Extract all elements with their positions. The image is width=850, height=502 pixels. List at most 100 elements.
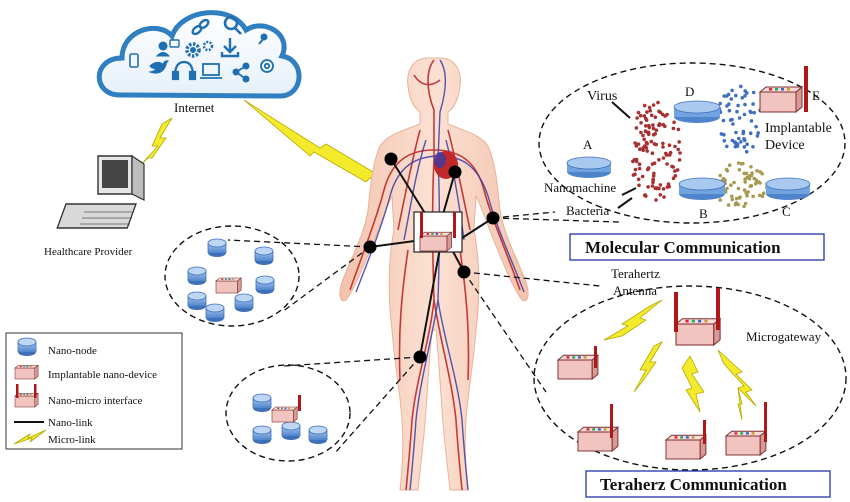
molecule-dot — [649, 139, 653, 144]
molecule-dot — [677, 158, 682, 162]
nano-node-group-lower — [225, 364, 351, 462]
molecule-dot — [645, 141, 649, 146]
nano-node-icon — [255, 275, 275, 295]
molecule-dot — [650, 151, 655, 155]
molecule-dot — [749, 165, 753, 169]
molecule-dot — [728, 118, 733, 122]
healthcare-provider-label: Healthcare Provider — [44, 246, 133, 258]
molecule-dot — [748, 184, 753, 188]
molecule-dot — [725, 94, 729, 98]
molecule-dot — [725, 144, 729, 149]
virus-label: Virus — [587, 89, 617, 104]
nano-node-icon — [281, 421, 301, 441]
svg-text:Molecular Communication: Molecular Communication — [585, 238, 781, 257]
legend-micro-link: Micro-link — [48, 434, 96, 446]
micro-link-swatch — [13, 429, 47, 445]
molecule-dot — [743, 201, 748, 206]
molecule-dot — [744, 149, 749, 154]
central-nano-micro-interface — [413, 211, 463, 253]
molecule-dot — [658, 183, 663, 187]
molecule-dot — [755, 169, 759, 173]
molecule-dot — [656, 100, 660, 105]
molecule-dot — [738, 195, 742, 199]
molecule-dot — [749, 119, 754, 123]
nano-node-icon — [187, 291, 207, 311]
molecule-dot — [636, 177, 641, 182]
molecule-dot — [673, 169, 677, 173]
nano-node-icon — [17, 337, 37, 357]
molecule-dot — [663, 124, 667, 129]
molecule-dot — [649, 113, 654, 118]
molecule-dot — [754, 124, 758, 129]
molecule-dot — [645, 110, 649, 114]
molecule-dot — [651, 103, 656, 107]
molecule-dot — [633, 172, 637, 177]
molecule-dot — [755, 134, 760, 138]
molecule-dot — [642, 103, 647, 108]
nano-node-icon — [234, 293, 254, 313]
download-icon — [220, 38, 240, 58]
molecule-dot — [654, 142, 658, 147]
share-icon — [232, 62, 250, 83]
molecule-dot — [652, 171, 656, 176]
molecule-dot — [745, 142, 749, 146]
nanomachine-label: Nanomachine — [544, 180, 616, 195]
nano-node-icon — [207, 238, 227, 258]
letter-c: C — [782, 204, 791, 219]
terahertz-device-left — [557, 354, 599, 380]
nanomachine-b — [678, 177, 726, 200]
molecule-dot — [646, 166, 651, 170]
molecule-dot — [743, 102, 747, 107]
molecule-dot — [737, 116, 742, 120]
molecule-dot — [635, 116, 639, 120]
terahertz-device-bottom-right — [725, 430, 767, 456]
implantable-device-label-1: Implantable — [765, 121, 832, 136]
molecule-dot — [736, 103, 740, 108]
molecule-dot — [742, 145, 747, 149]
molecule-dot — [636, 110, 641, 115]
molecule-dot — [726, 203, 731, 207]
molecule-dot — [735, 144, 740, 148]
legend-nano-micro-interface: Nano-micro interface — [48, 395, 142, 407]
nanomachine-a — [566, 156, 612, 178]
molecule-dot — [760, 171, 764, 176]
molecule-dot — [650, 184, 655, 188]
nano-node-icon — [187, 266, 207, 286]
gear-icon — [185, 40, 214, 58]
molecule-dot — [743, 180, 747, 184]
molecule-dot — [732, 180, 736, 185]
molecule-dot — [725, 104, 729, 108]
molecule-dot — [737, 168, 742, 172]
implantable-nano-device-icon — [14, 364, 39, 380]
molecule-dot — [671, 176, 676, 180]
molecule-dot — [637, 166, 642, 171]
molecule-dot — [638, 147, 642, 151]
molecule-dot — [760, 194, 765, 198]
molecule-dot — [742, 188, 747, 192]
molecule-dot — [752, 176, 756, 181]
molecule-dot — [647, 105, 652, 110]
legend-nano-node: Nano-node — [48, 345, 97, 357]
letter-e: E — [812, 88, 820, 103]
molecule-dot — [718, 198, 722, 202]
molecule-dot — [653, 115, 658, 119]
pin-icon — [258, 33, 268, 45]
molecular-communication-title: Molecular Communication — [569, 233, 825, 261]
molecule-dot — [661, 187, 666, 191]
molecule-dot — [718, 173, 722, 178]
molecule-dot — [660, 112, 665, 117]
molecule-dot — [668, 150, 673, 155]
molecule-dot — [661, 141, 665, 146]
molecule-dot — [761, 191, 766, 195]
molecule-dot — [731, 122, 735, 126]
molecule-dot — [651, 177, 655, 182]
terahertz-device-bottom-mid — [665, 434, 707, 460]
molecule-dot — [748, 131, 753, 135]
molecule-dot — [644, 124, 648, 128]
molecule-dot — [744, 190, 748, 195]
implantable-device-e — [759, 86, 803, 113]
molecule-dot — [673, 144, 677, 149]
molecule-dot — [671, 126, 676, 131]
molecule-dot — [751, 90, 756, 95]
molecule-dot — [633, 141, 637, 145]
